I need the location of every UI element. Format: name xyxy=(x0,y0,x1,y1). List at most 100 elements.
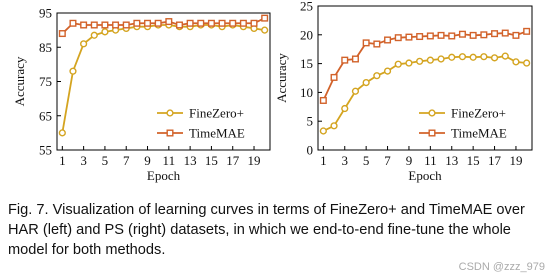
series-timemae xyxy=(58,14,269,38)
data-point xyxy=(90,21,98,29)
data-point xyxy=(490,54,499,62)
data-point xyxy=(501,29,509,37)
x-tick-label: 1 xyxy=(59,153,66,168)
y-tick-label: 75 xyxy=(39,74,52,89)
y-tick-label: 85 xyxy=(39,40,52,55)
data-point xyxy=(362,79,370,87)
data-point xyxy=(69,19,77,27)
data-point xyxy=(351,55,359,63)
data-point xyxy=(480,53,488,61)
data-point xyxy=(394,60,402,68)
x-tick-label: 3 xyxy=(342,153,349,168)
data-point xyxy=(101,28,109,36)
data-point xyxy=(469,31,477,39)
x-tick-label: 11 xyxy=(424,153,437,168)
data-point xyxy=(261,26,269,34)
legend-marker xyxy=(428,129,436,137)
x-tick-label: 11 xyxy=(163,153,176,168)
data-point xyxy=(405,59,413,67)
data-point xyxy=(458,30,466,38)
x-tick-label: 9 xyxy=(144,153,151,168)
data-point xyxy=(133,19,141,27)
data-point xyxy=(186,19,194,27)
x-tick-label: 7 xyxy=(123,153,130,168)
data-point xyxy=(448,32,456,40)
data-point xyxy=(175,21,183,29)
data-point xyxy=(469,53,477,61)
series-timemae xyxy=(319,27,531,104)
data-point xyxy=(426,56,434,64)
legend-marker xyxy=(166,109,174,117)
data-point xyxy=(250,19,258,27)
data-point xyxy=(437,31,445,39)
data-point xyxy=(207,19,215,27)
data-point xyxy=(373,72,381,80)
data-point xyxy=(330,122,338,130)
data-point xyxy=(416,33,424,41)
x-tick-label: 5 xyxy=(363,153,370,168)
data-point xyxy=(341,56,349,64)
y-tick-label: 25 xyxy=(300,0,313,14)
x-tick-label: 1 xyxy=(320,153,327,168)
y-tick-label: 10 xyxy=(300,85,313,100)
data-point xyxy=(480,31,488,39)
y-tick-label: 15 xyxy=(300,56,313,71)
y-tick-label: 65 xyxy=(39,108,52,123)
x-tick-label: 17 xyxy=(226,153,240,168)
data-point xyxy=(122,21,130,29)
data-point xyxy=(394,34,402,42)
data-point xyxy=(373,40,381,48)
data-point xyxy=(383,67,392,75)
data-point xyxy=(154,19,162,27)
data-point xyxy=(58,129,66,137)
data-point xyxy=(448,53,456,61)
y-tick-label: 55 xyxy=(39,143,52,158)
legend-label: TimeMAE xyxy=(451,126,507,141)
data-point xyxy=(80,40,88,48)
data-point xyxy=(491,30,499,38)
x-tick-label: 3 xyxy=(80,153,87,168)
y-tick-label: 95 xyxy=(39,6,52,21)
data-point xyxy=(229,19,237,27)
legend-marker xyxy=(166,129,174,137)
watermark: CSDN @zzz_979 xyxy=(458,261,545,273)
data-point xyxy=(523,27,531,35)
data-point xyxy=(405,33,413,41)
y-tick-label: 0 xyxy=(307,143,314,158)
data-point xyxy=(362,39,370,47)
x-tick-label: 19 xyxy=(248,153,261,168)
data-point xyxy=(80,21,88,29)
y-axis-label: Accuracy xyxy=(274,53,289,103)
legend-label: TimeMAE xyxy=(189,126,245,141)
data-point xyxy=(218,19,226,27)
data-point xyxy=(90,31,98,39)
figure-caption: Fig. 7. Visualization of learning curves… xyxy=(8,202,525,258)
y-tick-label: 5 xyxy=(307,114,314,129)
data-point xyxy=(501,52,509,60)
data-point xyxy=(437,55,445,63)
data-point xyxy=(239,19,247,27)
data-point xyxy=(112,21,120,29)
data-point xyxy=(341,104,349,113)
data-point xyxy=(144,19,152,27)
plot-frame xyxy=(317,5,533,151)
x-tick-label: 19 xyxy=(509,153,522,168)
data-point xyxy=(319,127,327,135)
data-point xyxy=(512,58,520,66)
data-point xyxy=(523,59,531,67)
y-axis-label: Accuracy xyxy=(12,56,27,106)
data-point xyxy=(319,96,327,104)
legend-label: FineZero+ xyxy=(189,106,244,121)
series-finezero- xyxy=(319,52,531,135)
data-point xyxy=(101,21,109,29)
data-point xyxy=(69,67,77,75)
data-point xyxy=(58,30,66,38)
data-point xyxy=(416,57,424,65)
x-tick-label: 15 xyxy=(467,153,480,168)
legend-label: FineZero+ xyxy=(451,106,506,121)
data-point xyxy=(426,32,434,40)
data-point xyxy=(165,18,173,26)
data-point xyxy=(384,36,392,44)
